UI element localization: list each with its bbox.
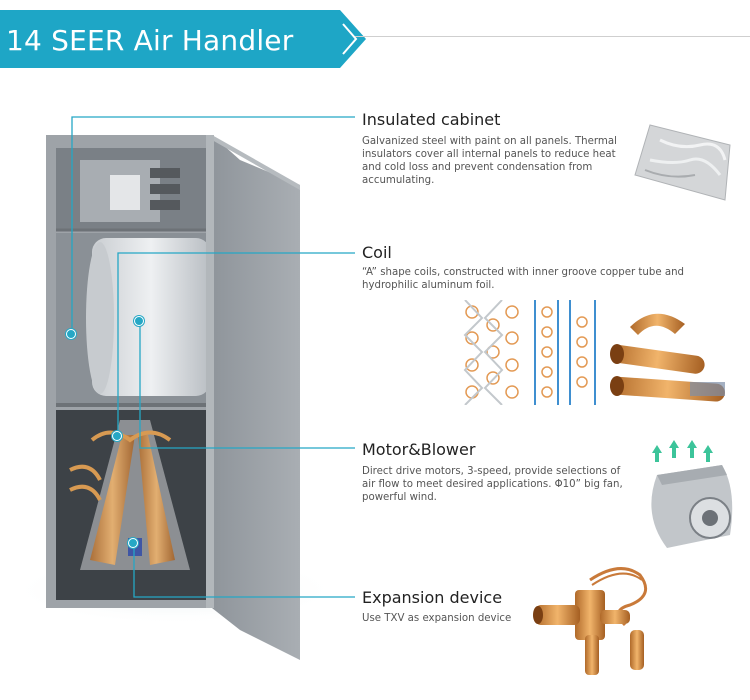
air-handler-illustration bbox=[10, 116, 355, 660]
coil-title: Coil bbox=[362, 243, 392, 262]
coil-description: “A” shape coils, constructed with inner … bbox=[362, 267, 685, 291]
copper-tube-image bbox=[610, 313, 725, 402]
insulation-panel-image bbox=[634, 124, 731, 201]
expansion-device-title: Expansion device bbox=[362, 588, 503, 607]
blower-fan-image bbox=[651, 440, 733, 548]
blower-marker bbox=[134, 316, 144, 326]
coil-marker bbox=[112, 431, 122, 441]
expansion-device-description: Use TXV as expansion device bbox=[362, 613, 512, 624]
cabinet-marker bbox=[66, 329, 76, 339]
banner-shape bbox=[0, 10, 366, 68]
motor-blower-title: Motor&Blower bbox=[362, 440, 476, 459]
motor-blower-description: Direct drive motors, 3-speed, provide se… bbox=[362, 466, 623, 503]
insulated-cabinet-description: Galvanized steel with paint on all panel… bbox=[362, 136, 617, 186]
page-title: 14 SEER Air Handler bbox=[6, 24, 294, 57]
coil-fin-diagram-image bbox=[460, 300, 596, 405]
header-divider bbox=[355, 36, 750, 37]
txv-valve-image bbox=[533, 567, 648, 675]
insulated-cabinet-title: Insulated cabinet bbox=[362, 110, 501, 129]
expansion-marker bbox=[128, 538, 138, 548]
header-banner: 14 SEER Air Handler bbox=[0, 10, 370, 68]
